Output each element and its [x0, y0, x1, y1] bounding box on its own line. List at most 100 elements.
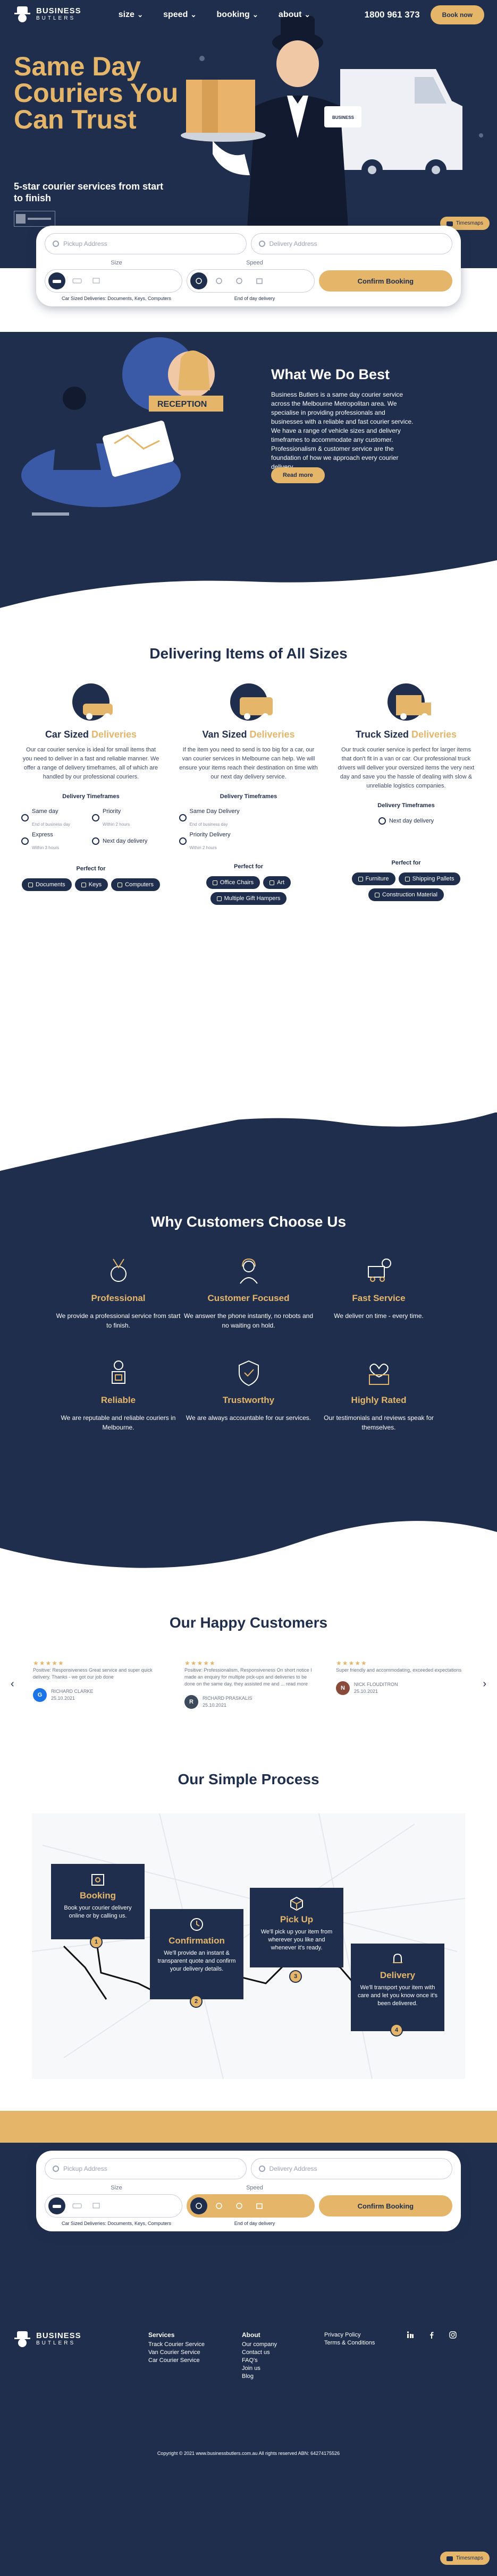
footer-speed-label: Speed — [246, 2185, 263, 2191]
footer-link-privacy[interactable]: Privacy Policy — [324, 2332, 361, 2338]
why-fast-service-title: Fast Service — [352, 1293, 406, 1303]
footer-services-column: Services Track Courier Service Van Couri… — [148, 2331, 205, 2365]
car-timeframe-express-note: Within 3 hours — [32, 845, 60, 850]
confirmation-step-title: Confirmation — [169, 1936, 225, 1946]
van-timeframe-same-day: Same Day Delivery — [189, 808, 240, 815]
footer-about-heading: About — [242, 2331, 260, 2339]
badge-icon — [16, 214, 26, 224]
why-trustworthy-text: We are always accountable for our servic… — [186, 1414, 311, 1422]
footer-link-car[interactable]: Car Courier Service — [148, 2357, 200, 2364]
footer-brand-name: BUSINESS — [36, 2331, 81, 2340]
next-day-option[interactable] — [251, 272, 268, 289]
truck-size-option[interactable] — [89, 2197, 106, 2214]
speed-label: Speed — [246, 260, 263, 266]
footer-link-van[interactable]: Van Courier Service — [148, 2349, 200, 2356]
chip-shipping-pallets-label: Shipping Pallets — [412, 876, 454, 882]
priority-option[interactable] — [210, 2197, 228, 2214]
truck-delivery-icon — [388, 683, 431, 721]
review-date: 25.10.2021 — [51, 1696, 75, 1701]
read-more-button[interactable]: Read more — [271, 467, 325, 483]
delivery-address-input[interactable]: Delivery Address — [250, 233, 452, 254]
book-now-button[interactable]: Book now — [430, 5, 484, 24]
pickup-address-input[interactable]: Pickup Address — [45, 233, 247, 254]
what-we-do-text: Business Butlers is a same day courier s… — [271, 391, 414, 470]
instagram-icon[interactable] — [449, 2331, 457, 2339]
menu-about-label: about — [278, 10, 302, 19]
chip-office-chairs-label: Office Chairs — [220, 879, 254, 886]
car-sized-column: Car Sized Deliveries Our car courier ser… — [21, 683, 161, 905]
express-option[interactable] — [231, 272, 248, 289]
van-size-option[interactable] — [69, 272, 86, 289]
footer-link-faq[interactable]: FAQ's — [242, 2357, 258, 2364]
car-timeframe-express: Express — [32, 832, 53, 838]
footer-link-company[interactable]: Our company — [242, 2341, 277, 2348]
chip-documents: Documents — [22, 878, 72, 891]
car-size-option[interactable] — [48, 272, 65, 289]
footer-pickup-address-input[interactable]: Pickup Address — [45, 2158, 247, 2179]
why-customer-focused-title: Customer Focused — [207, 1293, 290, 1303]
chip-art-label: Art — [277, 879, 285, 886]
next-day-option[interactable] — [251, 2197, 268, 2214]
facebook-icon[interactable] — [428, 2331, 435, 2339]
chip-construction-material: Construction Material — [368, 888, 444, 901]
footer-tracking-button[interactable]: Timesmaps — [440, 2552, 490, 2565]
why-professional-text: We provide a professional service from s… — [56, 1312, 181, 1329]
car-timeframe-priority-note: Within 2 hours — [103, 822, 130, 827]
car-size-option[interactable] — [48, 2197, 65, 2214]
chip-office-chairs: Office Chairs — [206, 876, 260, 889]
clock-icon — [216, 2203, 223, 2209]
key-icon — [81, 882, 86, 887]
end-of-day-option[interactable] — [190, 2197, 208, 2214]
linkedin-icon[interactable] — [407, 2331, 414, 2339]
footer-link-join[interactable]: Join us — [242, 2365, 260, 2372]
menu-size[interactable]: size⌄ — [119, 10, 143, 20]
shield-check-icon — [238, 1360, 259, 1387]
chip-gift-hampers: Multiple Gift Hampers — [210, 892, 287, 905]
van-timeframes-heading: Delivery Timeframes — [220, 793, 277, 800]
process-step-delivery: Delivery We'll transport your item with … — [351, 1944, 444, 2031]
menu-speed[interactable]: speed⌄ — [163, 10, 196, 20]
calendar-icon — [256, 278, 263, 284]
delivery-step-text: We'll transport your item with care and … — [357, 1984, 438, 2007]
chip-computers: Computers — [111, 878, 160, 891]
end-of-day-option[interactable] — [190, 272, 208, 289]
menu-booking[interactable]: booking⌄ — [217, 10, 258, 20]
reception-illustration: RECEPTION — [21, 337, 223, 516]
pallet-icon — [405, 876, 410, 882]
truck-description: Our truck courier service is perfect for… — [338, 747, 475, 789]
truck-icon — [92, 2203, 100, 2209]
footer-link-terms[interactable]: Terms & Conditions — [324, 2340, 375, 2346]
chip-keys-label: Keys — [88, 882, 102, 888]
phone-number-link[interactable]: 1800 961 373 — [364, 10, 420, 20]
heart-box-icon — [368, 1363, 389, 1385]
footer-about-column: About Our company Contact us FAQ's Join … — [242, 2331, 277, 2381]
carousel-prev-button[interactable]: ‹ — [11, 1678, 14, 1690]
footer-link-contact[interactable]: Contact us — [242, 2349, 270, 2356]
confirm-booking-button[interactable]: Confirm Booking — [318, 270, 452, 292]
footer-link-track[interactable]: Track Courier Service — [148, 2341, 205, 2348]
express-option[interactable] — [231, 2197, 248, 2214]
chip-furniture: Furniture — [351, 872, 395, 885]
footer-delivery-address-input[interactable]: Delivery Address — [250, 2158, 452, 2179]
clock-icon — [190, 1918, 203, 1931]
van-size-option[interactable] — [69, 2197, 86, 2214]
car-perfect-for: Perfect for — [76, 866, 106, 872]
footer-confirm-booking-button[interactable]: Confirm Booking — [318, 2195, 452, 2216]
carousel-next-button[interactable]: › — [483, 1678, 486, 1690]
chip-gift-hampers-label: Multiple Gift Hampers — [224, 895, 281, 902]
menu-about[interactable]: about⌄ — [279, 10, 310, 20]
footer-speed-caption: End of day delivery — [234, 2221, 275, 2226]
priority-option[interactable] — [210, 272, 228, 289]
footer-link-blog[interactable]: Blog — [242, 2373, 254, 2380]
chevron-down-icon: ⌄ — [137, 11, 144, 19]
what-we-do-section: RECEPTION What We Do Best Business Butle… — [0, 332, 497, 608]
truck-size-option[interactable] — [89, 272, 106, 289]
clock-icon — [236, 2203, 243, 2209]
size-selector — [45, 269, 183, 293]
butler-logo-icon — [14, 6, 30, 22]
